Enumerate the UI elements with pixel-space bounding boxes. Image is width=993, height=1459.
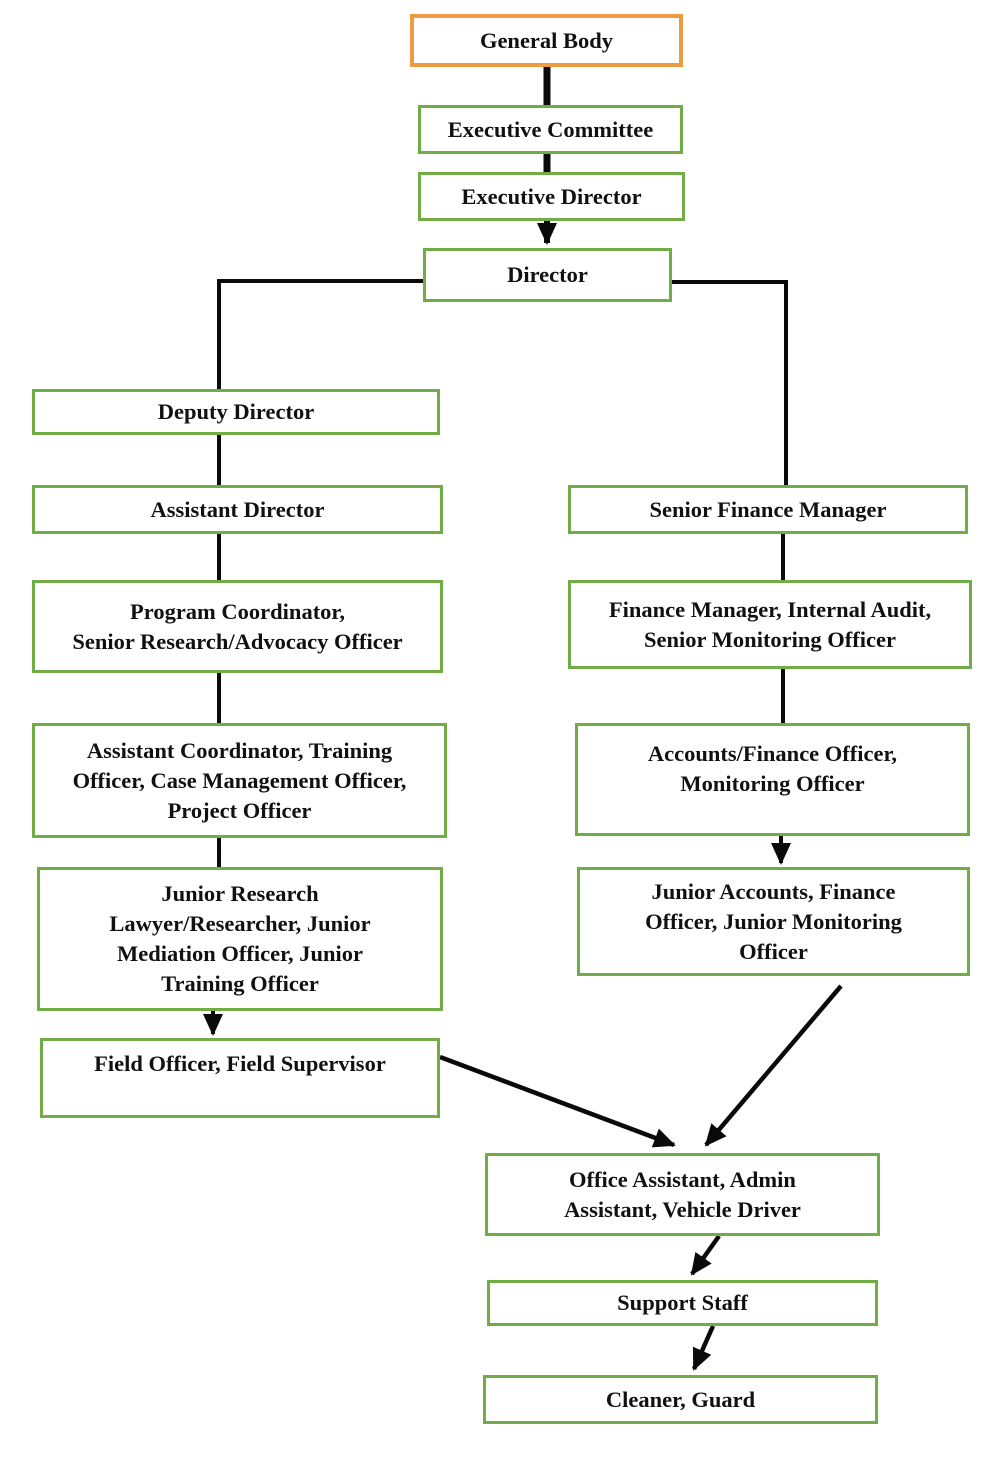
node-finance-manager: Finance Manager, Internal Audit, Senior … — [568, 580, 972, 669]
node-assistant-coordinator: Assistant Coordinator, Training Officer,… — [32, 723, 447, 838]
connector-director-deputydirector — [217, 279, 423, 389]
node-accounts-finance-officer: Accounts/Finance Officer, Monitoring Off… — [575, 723, 970, 836]
node-senior-finance-manager: Senior Finance Manager — [568, 485, 968, 534]
arrow-supportstaff-cleanerguard — [691, 1325, 716, 1371]
node-executive-committee: Executive Committee — [418, 105, 683, 154]
connector-director-seniorfinance — [672, 280, 788, 485]
node-program-coordinator: Program Coordinator, Senior Research/Adv… — [32, 580, 443, 673]
node-field-officer: Field Officer, Field Supervisor — [40, 1038, 440, 1118]
arrow-fieldofficer-officeassistant — [439, 1054, 676, 1148]
node-office-assistant: Office Assistant, Admin Assistant, Vehic… — [485, 1153, 880, 1236]
node-support-staff: Support Staff — [487, 1280, 878, 1326]
node-assistant-director: Assistant Director — [32, 485, 443, 534]
node-deputy-director: Deputy Director — [32, 389, 440, 435]
node-junior-research: Junior Research Lawyer/Researcher, Junio… — [37, 867, 443, 1011]
arrow-officeassistant-supportstaff — [690, 1234, 721, 1276]
node-general-body: General Body — [410, 14, 683, 67]
arrow-junioraccounts-officeassistant — [704, 984, 843, 1147]
node-executive-director: Executive Director — [418, 172, 685, 221]
node-director: Director — [423, 248, 672, 302]
node-junior-accounts: Junior Accounts, Finance Officer, Junior… — [577, 867, 970, 976]
node-cleaner-guard: Cleaner, Guard — [483, 1375, 878, 1424]
